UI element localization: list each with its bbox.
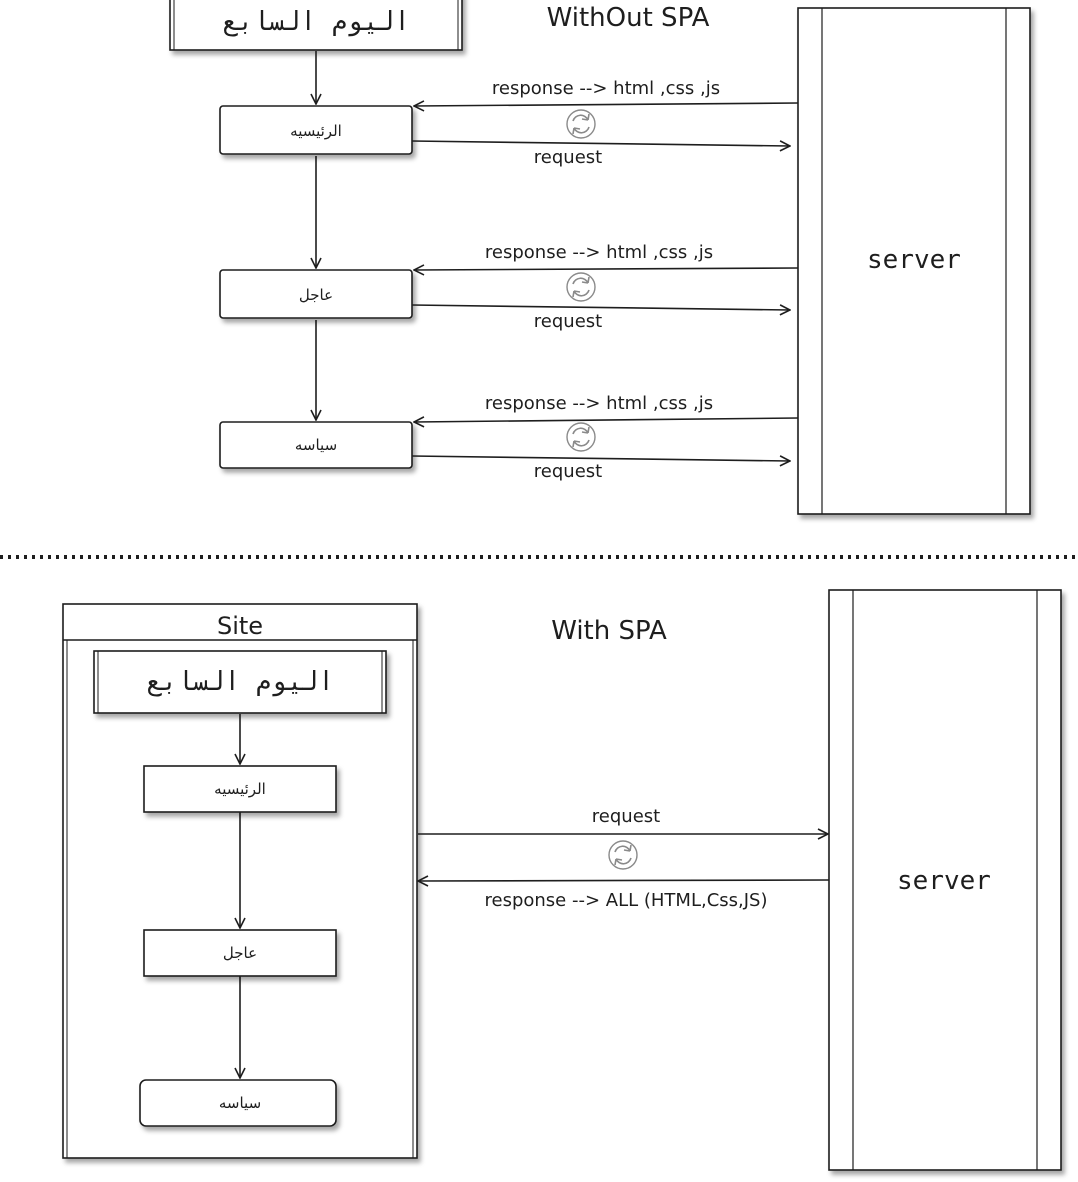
without-spa-title: WithOut SPA <box>547 3 710 33</box>
response-label-1: response --> html ,css ,js <box>492 78 720 99</box>
server-bottom <box>828 589 1062 1171</box>
spa-page-box-home: الرئيسيه <box>143 765 337 813</box>
refresh-cycle-icon <box>566 272 596 302</box>
with-spa-title: With SPA <box>551 616 667 646</box>
response-arrow-1 <box>414 103 799 106</box>
spa-page-box-urgent: عاجل <box>143 929 337 977</box>
refresh-cycle-icon <box>566 109 596 139</box>
request-arrow-3 <box>411 456 790 461</box>
without-spa-section: WithOut SPA اليوم السابع الرئيسيه عاجل س… <box>169 0 1031 515</box>
page-label-politics: سياسه <box>295 436 337 454</box>
request-label-2: request <box>534 311 602 332</box>
request-arrow-1 <box>411 141 790 146</box>
page-label-home: الرئيسيه <box>290 122 342 140</box>
spa-page-box-politics: سياسه <box>139 1079 337 1127</box>
refresh-cycle-icon <box>566 422 596 452</box>
spa-site-title-text: اليوم السابع <box>146 667 334 697</box>
refresh-cycle-icon <box>608 840 638 870</box>
spa-page-label-urgent: عاجل <box>223 944 257 962</box>
spa-page-label-home: الرئيسيه <box>214 780 266 798</box>
response-label-3: response --> html ,css ,js <box>485 393 713 414</box>
response-arrow-2 <box>414 268 799 270</box>
request-arrow-2 <box>411 305 790 310</box>
server-top-label: server <box>867 245 961 275</box>
page-box-urgent: عاجل <box>219 269 413 319</box>
page-label-urgent: عاجل <box>299 286 333 304</box>
server-top <box>797 7 1031 515</box>
response-arrow-3 <box>414 418 799 422</box>
site-frame-label: Site <box>217 612 263 640</box>
spa-site-title-box <box>93 650 387 714</box>
spa-page-label-politics: سياسه <box>219 1094 261 1112</box>
request-label-3: request <box>534 461 602 482</box>
spa-request-label: request <box>592 806 660 827</box>
request-label-1: request <box>534 147 602 168</box>
page-box-home: الرئيسيه <box>219 105 413 155</box>
with-spa-section: With SPA Site اليوم السابع الرئيسيه عاجل <box>62 589 1062 1171</box>
site-title-text: اليوم السابع <box>222 7 410 37</box>
spa-response-label: response --> ALL (HTML,Css,JS) <box>485 890 768 911</box>
response-label-2: response --> html ,css ,js <box>485 242 713 263</box>
spa-response-arrow <box>418 880 830 881</box>
site-title-box <box>169 0 463 51</box>
page-box-politics: سياسه <box>219 421 413 469</box>
server-bottom-label: server <box>897 866 991 896</box>
